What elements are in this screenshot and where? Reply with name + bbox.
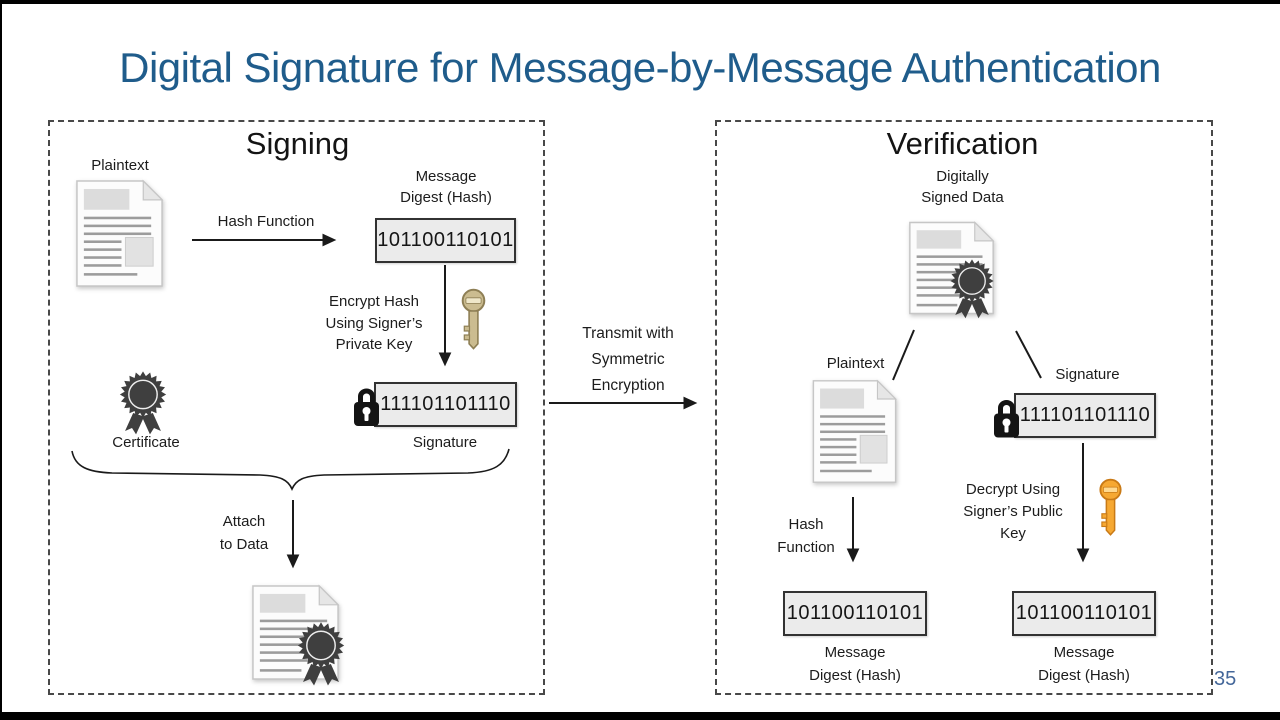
attach-label: Attach to Data	[219, 513, 269, 553]
public-key-icon	[1099, 478, 1122, 536]
document-icon	[76, 179, 164, 287]
verification-panel	[715, 120, 1213, 695]
lock-icon-verification	[994, 400, 1019, 438]
plaintext-document-signing	[72, 177, 167, 290]
transmit-label: Transmit with Symmetric Encryption	[582, 325, 674, 394]
signature-box-verification: 111101101110	[1014, 393, 1156, 438]
certificate-label: Certificate	[112, 434, 180, 451]
signed-data-label: Digitally Signed Data	[921, 168, 1004, 206]
plaintext-label-verification: Plaintext	[826, 355, 885, 372]
plaintext-document-verification	[808, 377, 903, 486]
verification-heading: Verification	[886, 126, 1039, 161]
seal-icon	[297, 622, 345, 686]
message-digest-label-signing: Message Digest (Hash)	[400, 168, 492, 206]
signed-document-signing	[248, 582, 354, 692]
decrypt-label: Decrypt Using Signer’s Public Key	[963, 481, 1063, 542]
page-title: Digital Signature for Message-by-Message…	[119, 44, 1161, 91]
private-key-icon	[461, 288, 486, 350]
signature-label-verification: Signature	[1055, 366, 1120, 383]
letterbox-left	[0, 0, 2, 720]
lock-icon-signing	[354, 388, 379, 426]
encrypt-label: Encrypt Hash Using Signer’s Private Key	[325, 293, 423, 353]
message-digest-label-verification-right: Message Digest (Hash)	[1038, 644, 1130, 684]
page-number: 35	[1214, 668, 1237, 690]
message-digest-box-signing: 101100110101	[375, 218, 516, 263]
signed-document-verification	[905, 217, 1005, 329]
document-icon	[812, 379, 897, 483]
message-digest-label-verification-left: Message Digest (Hash)	[809, 644, 901, 684]
plaintext-label-signing: Plaintext	[91, 157, 149, 174]
signing-heading: Signing	[245, 126, 350, 161]
seal-icon	[950, 259, 994, 319]
hash-function-label-signing: Hash Function	[217, 213, 315, 230]
letterbox-top	[0, 0, 1280, 4]
message-digest-box-verification-left: 101100110101	[783, 591, 927, 636]
message-digest-box-verification-right: 101100110101	[1012, 591, 1156, 636]
certificate-icon	[119, 371, 167, 435]
letterbox-bottom	[0, 712, 1280, 720]
signature-box-signing: 111101101110	[374, 382, 517, 427]
signature-label-signing: Signature	[412, 434, 478, 451]
signing-panel	[48, 120, 545, 695]
hash-function-label-verification: Hash Function	[777, 516, 835, 556]
